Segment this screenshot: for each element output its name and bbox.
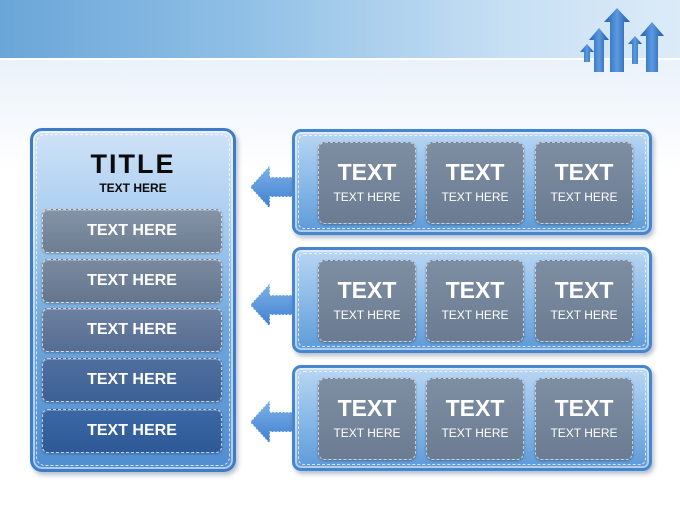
card-text: TEXT HERE [550,308,618,322]
card-heading: TEXT [554,395,614,421]
left-item-label: TEXT HERE [87,222,177,239]
left-item-3[interactable]: TEXT HERE [42,308,222,352]
text-card[interactable]: TEXT TEXT HERE [426,142,524,224]
text-card[interactable]: TEXT TEXT HERE [535,378,633,460]
card-heading: TEXT [554,159,614,185]
text-card[interactable]: TEXT TEXT HERE [318,260,416,342]
card-heading: TEXT [554,277,614,303]
left-item-5[interactable]: TEXT HERE [42,409,222,453]
left-item-2[interactable]: TEXT HERE [42,259,222,303]
card-heading: TEXT [337,395,397,421]
left-item-label: TEXT HERE [87,422,177,439]
card-heading: TEXT [445,395,505,421]
card-text: TEXT HERE [441,190,509,204]
card-heading: TEXT [337,159,397,185]
card-text: TEXT HERE [333,308,401,322]
row-panel-3: TEXT TEXT HERE TEXT TEXT HERE TEXT TEXT … [292,365,652,471]
text-card[interactable]: TEXT TEXT HERE [535,260,633,342]
card-text: TEXT HERE [441,426,509,440]
card-text: TEXT HERE [333,426,401,440]
card-heading: TEXT [445,159,505,185]
header-band [0,0,680,58]
panel-subtitle: TEXT HERE [99,181,167,195]
card-heading: TEXT [337,277,397,303]
left-item-1[interactable]: TEXT HERE [42,209,222,253]
card-text: TEXT HERE [333,190,401,204]
text-card[interactable]: TEXT TEXT HERE [426,378,524,460]
row-panel-2: TEXT TEXT HERE TEXT TEXT HERE TEXT TEXT … [292,247,652,353]
card-text: TEXT HERE [441,308,509,322]
card-text: TEXT HERE [550,190,618,204]
left-item-label: TEXT HERE [87,272,177,289]
card-text: TEXT HERE [550,426,618,440]
row-panel-1: TEXT TEXT HERE TEXT TEXT HERE TEXT TEXT … [292,129,652,235]
card-heading: TEXT [445,277,505,303]
text-card[interactable]: TEXT TEXT HERE [426,260,524,342]
left-arrow-icon [250,281,296,329]
text-card[interactable]: TEXT TEXT HERE [318,378,416,460]
left-item-4[interactable]: TEXT HERE [42,358,222,402]
left-item-label: TEXT HERE [87,321,177,338]
left-arrow-icon [250,398,296,446]
text-card[interactable]: TEXT TEXT HERE [318,142,416,224]
left-arrow-icon [250,163,296,211]
left-panel: TITLE TEXT HERE TEXT HERE TEXT HERE TEXT… [30,128,236,472]
text-card[interactable]: TEXT TEXT HERE [535,142,633,224]
left-item-label: TEXT HERE [87,371,177,388]
rising-arrows-icon [580,8,664,72]
panel-title: TITLE [90,149,176,179]
